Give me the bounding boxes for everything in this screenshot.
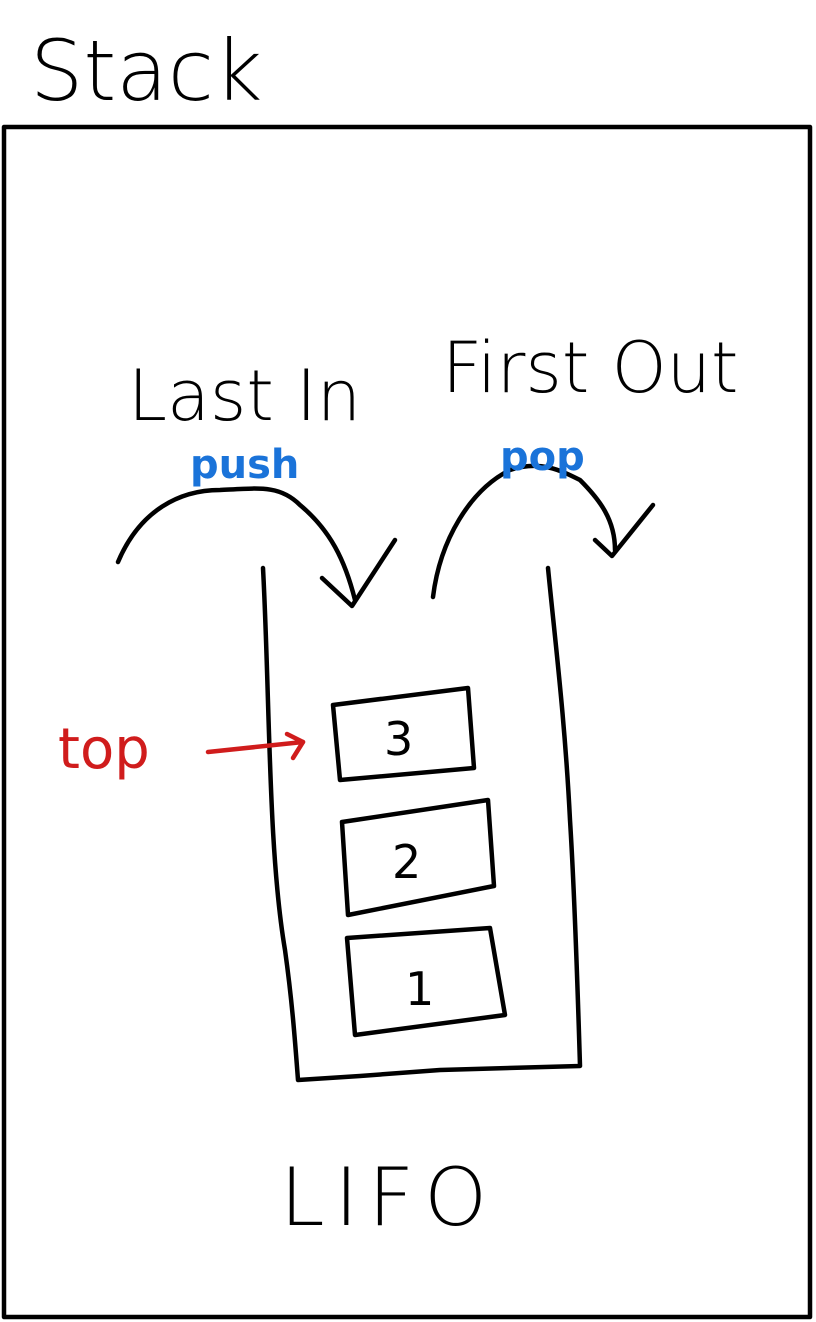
stack-container (260, 565, 583, 1083)
stack-item-label: 2 (392, 835, 421, 889)
stack-item: 2 (339, 797, 497, 918)
pop-arrow (430, 463, 656, 600)
push-label: push (190, 442, 299, 488)
diagram-title: Stack (30, 22, 263, 120)
stack-item-label: 1 (405, 962, 434, 1016)
stack-item-label: 3 (384, 712, 413, 766)
pop-label: pop (500, 434, 585, 480)
stack-item: 1 (344, 925, 508, 1038)
lifo-label: LIFO (280, 1151, 497, 1244)
top-pointer-label: top (58, 717, 150, 782)
push-arrow (115, 486, 398, 609)
heading-first-out: First Out (442, 327, 738, 409)
frame-border (1, 124, 813, 1320)
heading-last-in: Last In (128, 355, 361, 437)
top-pointer-arrow (205, 731, 306, 761)
stack-item: 3 (330, 685, 477, 783)
